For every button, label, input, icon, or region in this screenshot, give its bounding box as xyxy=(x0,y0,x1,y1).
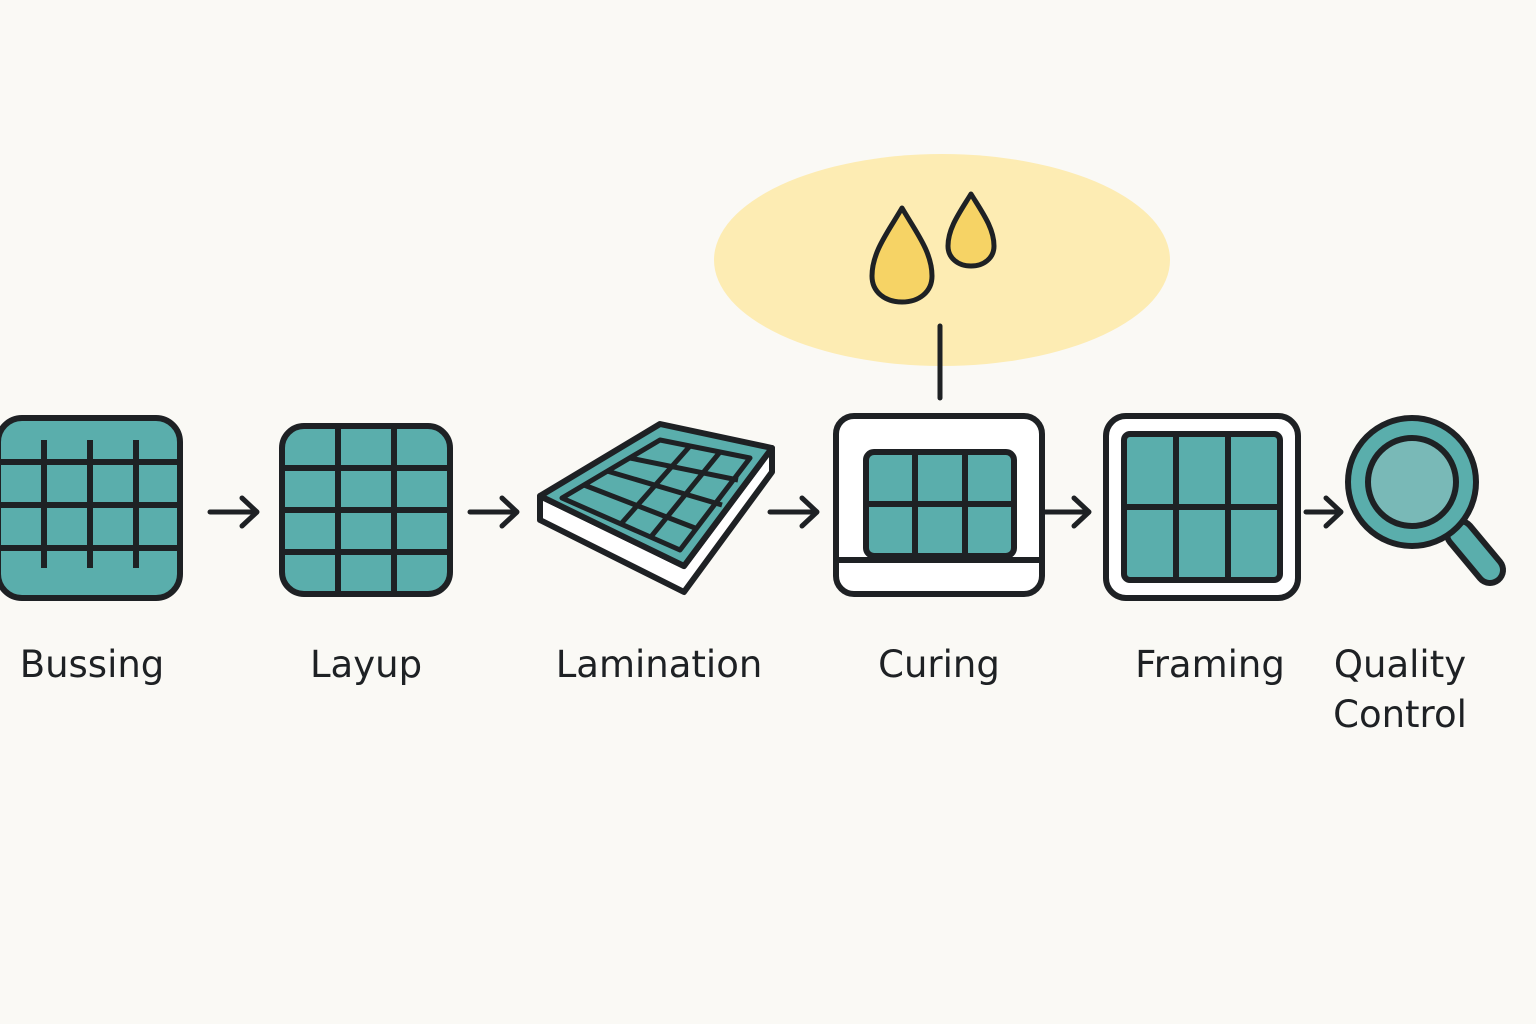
bussing-panel-icon xyxy=(0,415,183,601)
step-label-framing: Framing xyxy=(1135,643,1285,686)
magnifying-glass-icon xyxy=(1345,415,1506,586)
step-label-quality-control: Quality Control xyxy=(1333,643,1467,736)
glow-ellipse xyxy=(714,154,1170,366)
step-label-bussing: Bussing xyxy=(19,643,165,686)
droplet-icon xyxy=(869,205,935,305)
step-label-lamination: Lamination xyxy=(555,643,763,686)
step-label-curing: Curing xyxy=(878,643,1000,686)
flow-arrow xyxy=(767,495,820,529)
droplet-icon xyxy=(945,191,997,269)
flow-arrow xyxy=(467,495,520,529)
framed-panel-icon xyxy=(1103,413,1301,601)
flow-arrow xyxy=(1041,495,1092,529)
flow-arrow xyxy=(207,495,260,529)
curing-heat-glow xyxy=(714,154,1170,401)
layup-panel-icon xyxy=(279,423,453,597)
laminated-panel-icon xyxy=(537,421,775,595)
curing-oven-icon xyxy=(833,413,1045,597)
step-label-layup: Layup xyxy=(309,643,423,686)
flow-arrow xyxy=(1303,495,1344,529)
